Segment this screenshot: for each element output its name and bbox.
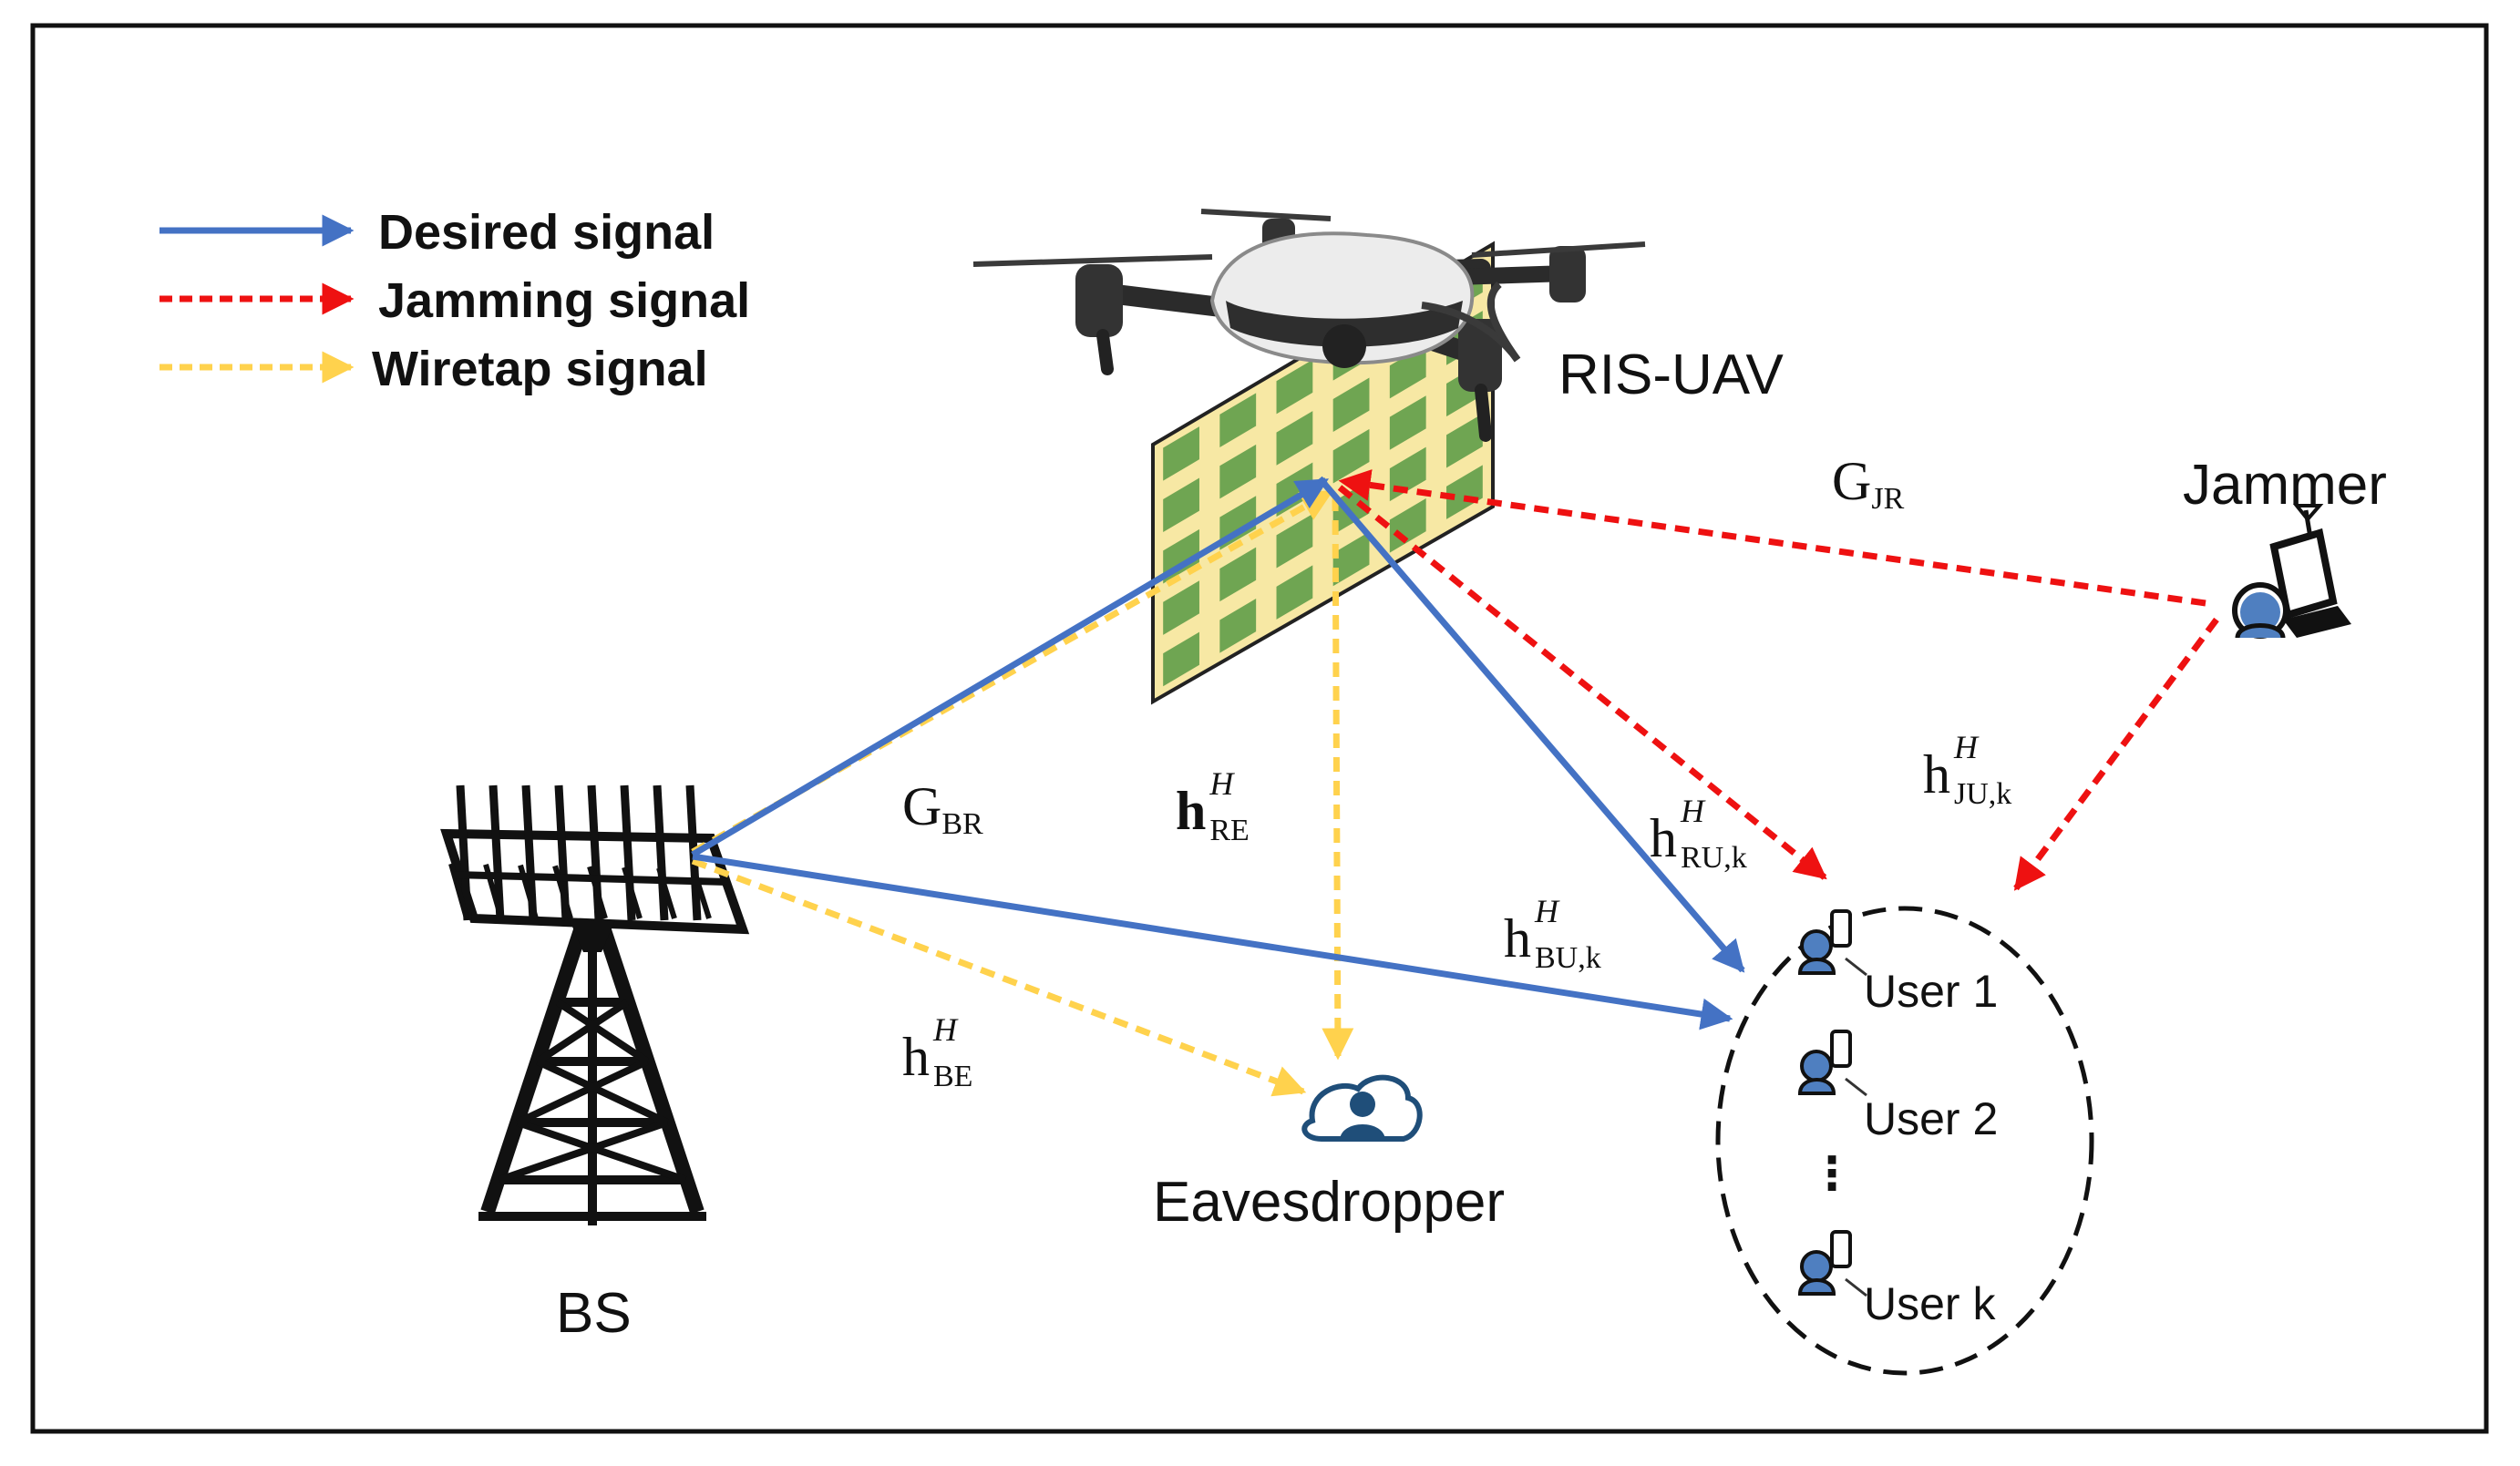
desired-link-bs-user <box>692 853 1733 1030</box>
ris-element <box>1219 393 1257 447</box>
legend-wiretap-label: Wiretap signal <box>372 342 708 396</box>
user-k-icon <box>1797 1230 1867 1297</box>
ris-element <box>1446 465 1483 519</box>
ris-element <box>1163 477 1199 533</box>
ris-uav-label: RIS-UAV <box>1558 343 1785 406</box>
user-2-label: User 2 <box>1864 1093 1998 1144</box>
user-1-label: User 1 <box>1864 966 1998 1017</box>
desired-link-bs-ris <box>691 477 1330 858</box>
legend-desired: Desired signal <box>159 205 715 260</box>
ris-element <box>1219 547 1257 602</box>
ris-element <box>1446 413 1483 468</box>
eavesdropper-label: Eavesdropper <box>1153 1171 1505 1234</box>
legend-desired-label: Desired signal <box>378 205 715 260</box>
ris-element <box>1163 426 1199 481</box>
channel-label-g-br: GBR <box>902 776 983 841</box>
user-k-label: User k <box>1864 1278 1996 1329</box>
legend-wiretap: Wiretap signal <box>159 342 708 396</box>
ris-element <box>1219 444 1257 499</box>
ris-element <box>1163 631 1199 687</box>
legend: Desired signal Jamming signal Wiretap si… <box>159 205 750 396</box>
bs-antenna-element <box>620 784 636 921</box>
drone-icon <box>972 209 1646 442</box>
bs-antenna-crossbar <box>453 871 728 886</box>
jamming-link-jammer-ris <box>1338 469 2206 607</box>
legend-jamming: Jamming signal <box>159 273 750 328</box>
eavesdropper-icon <box>1301 1074 1423 1142</box>
bs-antenna-element <box>653 784 669 921</box>
ris-element <box>1163 580 1199 635</box>
user-ellipsis: ⋮ <box>1809 1148 1855 1199</box>
ris-element <box>1389 343 1426 399</box>
bs-antenna-element <box>456 784 472 921</box>
bs-antenna-element <box>448 863 469 919</box>
ris-element <box>1389 498 1426 553</box>
jamming-link-jammer-user <box>2013 617 2219 891</box>
figure-frame <box>30 23 2489 1434</box>
user-1-icon <box>1797 909 1867 977</box>
ris-element <box>1276 359 1313 415</box>
bs-label: BS <box>556 1282 632 1345</box>
user-group-ellipse <box>1715 906 2094 1376</box>
ris-element <box>1276 565 1313 620</box>
ris-element <box>1332 377 1370 433</box>
bs-antenna-element <box>656 866 677 919</box>
desired-link-ris-user <box>1317 476 1745 973</box>
ris-element <box>1276 513 1313 569</box>
jammer-label: Jammer <box>2183 454 2387 517</box>
channel-label-g-jr: GJR <box>1832 451 1905 516</box>
ris-element <box>1332 531 1370 587</box>
user-2-icon <box>1797 1030 1867 1097</box>
jammer-icon <box>2232 504 2351 639</box>
ris-element <box>1276 411 1313 466</box>
wiretap-link-ris-eavesdropper <box>1322 496 1354 1061</box>
wiretap-link-bs-eavesdropper <box>691 857 1307 1097</box>
bs-tower-icon <box>440 784 750 1225</box>
ris-element <box>1389 395 1426 450</box>
jamming-link-ris-user <box>1337 485 1827 880</box>
bs-antenna-element <box>691 867 712 919</box>
ris-element <box>1219 599 1257 653</box>
legend-jamming-label: Jamming signal <box>378 273 750 328</box>
bs-antenna-element <box>489 784 505 921</box>
